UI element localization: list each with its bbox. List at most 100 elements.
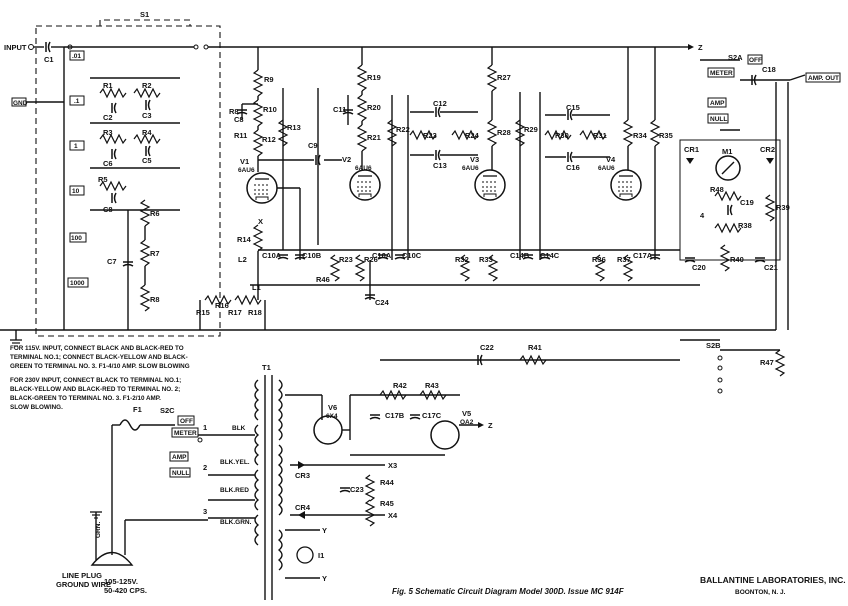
- svg-text:BLACK-YELLOW AND BLACK-RED TO: BLACK-YELLOW AND BLACK-RED TO TERMINAL N…: [10, 386, 180, 393]
- svg-text:BLACK-GREEN TO TERMINAL NO. 3.: BLACK-GREEN TO TERMINAL NO. 3. F1-2/10 A…: [10, 395, 161, 402]
- svg-text:C5: C5: [142, 156, 152, 165]
- svg-text:R44: R44: [380, 478, 395, 487]
- svg-text:METER: METER: [710, 70, 733, 77]
- svg-text:S2A: S2A: [728, 53, 743, 62]
- svg-text:R1: R1: [103, 81, 113, 90]
- svg-text:C16: C16: [566, 163, 580, 172]
- svg-text:R40: R40: [730, 255, 744, 264]
- range-10-label: 10: [72, 188, 80, 195]
- svg-text:C17A: C17A: [633, 251, 653, 260]
- switch-s2b[interactable]: S2B R47: [680, 339, 785, 394]
- range-100-label: 100: [71, 235, 82, 242]
- svg-text:OFF: OFF: [749, 57, 762, 64]
- svg-text:V3: V3: [470, 155, 479, 164]
- svg-text:R35: R35: [659, 131, 673, 140]
- svg-text:50-420 CPS.: 50-420 CPS.: [104, 586, 147, 595]
- decoupling-row: C10A C10B R23 R26 C10A C10C C24 R46 R32 …: [196, 224, 680, 330]
- svg-text:6X4: 6X4: [326, 413, 338, 420]
- svg-text:R12: R12: [262, 135, 276, 144]
- z-top-label: Z: [698, 43, 703, 52]
- stage-v3: R27 R28 R29 R30 R31 C15 C16 V3 6AU6: [462, 47, 610, 260]
- svg-text:R31: R31: [593, 131, 607, 140]
- svg-text:V5: V5: [462, 409, 471, 418]
- svg-text:C15: C15: [566, 103, 580, 112]
- svg-text:R42: R42: [393, 381, 407, 390]
- meter-section: M1 CR1 CR2 R48 C19 R38 4 C20 R40 C21 R39: [679, 139, 790, 272]
- range-1-label: .1: [74, 98, 80, 105]
- svg-text:R19: R19: [367, 73, 381, 82]
- svg-text:TERMINAL NO.1; CONNECT BLACK-Y: TERMINAL NO.1; CONNECT BLACK-YELLOW AND …: [10, 354, 188, 361]
- svg-text:C10A: C10A: [372, 251, 392, 260]
- svg-text:R30: R30: [555, 131, 569, 140]
- svg-text:R36: R36: [592, 255, 606, 264]
- stage-v2: R19 R20 R21 C11 R22 R23 R24 C12 C13 V2 6…: [333, 47, 480, 260]
- svg-text:R33: R33: [479, 255, 493, 264]
- gnd-label: GND: [13, 100, 28, 107]
- svg-text:Y: Y: [322, 574, 327, 583]
- svg-text:R46: R46: [316, 275, 330, 284]
- svg-text:F1: F1: [133, 405, 142, 414]
- notes-115v: FOR 115V. INPUT, CONNECT BLACK AND BLACK…: [10, 345, 190, 370]
- svg-text:BLK.RED: BLK.RED: [220, 487, 249, 494]
- svg-text:C22: C22: [480, 343, 494, 352]
- svg-text:R22: R22: [396, 125, 410, 134]
- svg-text:LINE PLUG: LINE PLUG: [62, 571, 102, 580]
- manufacturer-location: BOONTON, N. J.: [735, 589, 786, 596]
- svg-text:C19: C19: [740, 198, 754, 207]
- svg-text:C9: C9: [308, 141, 318, 150]
- svg-text:1: 1: [203, 423, 207, 432]
- svg-text:4: 4: [700, 211, 705, 220]
- svg-text:R34: R34: [633, 131, 648, 140]
- svg-text:FOR 115V. INPUT, CONNECT BLACK: FOR 115V. INPUT, CONNECT BLACK AND BLACK…: [10, 345, 184, 352]
- svg-text:OA2: OA2: [460, 419, 474, 426]
- svg-text:R32: R32: [455, 255, 469, 264]
- svg-text:C3: C3: [142, 111, 152, 120]
- svg-text:NULL: NULL: [172, 470, 189, 477]
- svg-text:AMP. OUT: AMP. OUT: [808, 75, 839, 82]
- svg-text:R18: R18: [248, 308, 262, 317]
- input-terminal[interactable]: [28, 44, 34, 50]
- svg-text:C1: C1: [44, 55, 54, 64]
- svg-text:R11: R11: [234, 131, 247, 140]
- range-01-label: .01: [72, 53, 81, 60]
- svg-text:BLK.YEL.: BLK.YEL.: [220, 459, 250, 466]
- svg-text:C6: C6: [103, 159, 113, 168]
- svg-text:R48: R48: [710, 185, 724, 194]
- svg-text:SLOW BLOWING.: SLOW BLOWING.: [10, 404, 63, 411]
- svg-text:BLK: BLK: [232, 425, 246, 432]
- stage-v1: R9 R10 R8 R12 R13 C8 C9 V1 6AU6 R11: [229, 47, 342, 260]
- svg-text:R6: R6: [150, 209, 160, 218]
- svg-text:R14: R14: [237, 235, 252, 244]
- svg-text:C23: C23: [350, 485, 364, 494]
- figure-caption: Fig. 5 Schematic Circuit Diagram Model 3…: [392, 587, 625, 596]
- svg-text:R47: R47: [760, 358, 774, 367]
- svg-text:S2B: S2B: [706, 341, 721, 350]
- svg-text:6AU6: 6AU6: [355, 165, 372, 172]
- svg-text:C24: C24: [375, 298, 390, 307]
- switch-s2c[interactable]: S2C OFF METER AMP NULL: [160, 406, 203, 478]
- svg-text:C10C: C10C: [402, 251, 422, 260]
- svg-text:C10B: C10B: [302, 251, 322, 260]
- range-1000-label: 1000: [70, 280, 85, 287]
- switch-s2a[interactable]: S2A OFF METER AMP NULL C18 AMP. OUT: [700, 53, 841, 330]
- svg-text:C14B: C14B: [510, 251, 530, 260]
- svg-text:NULL: NULL: [710, 116, 727, 123]
- svg-text:BLK.GRN.: BLK.GRN.: [220, 519, 252, 526]
- svg-text:C21: C21: [764, 263, 778, 272]
- svg-text:R2: R2: [142, 81, 152, 90]
- svg-text:CR1: CR1: [684, 145, 699, 154]
- svg-text:C20: C20: [692, 263, 706, 272]
- svg-text:V2: V2: [342, 155, 351, 164]
- svg-text:R13: R13: [287, 123, 301, 132]
- svg-text:OFF: OFF: [180, 418, 193, 425]
- input-label: INPUT: [4, 43, 27, 52]
- svg-text:V6: V6: [328, 403, 337, 412]
- svg-text:R26: R26: [364, 255, 378, 264]
- svg-text:Z: Z: [488, 421, 493, 430]
- svg-text:C14C: C14C: [540, 251, 560, 260]
- svg-text:R4: R4: [142, 128, 152, 137]
- svg-text:6AU6: 6AU6: [598, 165, 615, 172]
- svg-text:C17C: C17C: [422, 411, 442, 420]
- svg-text:R15: R15: [196, 308, 210, 317]
- svg-text:2: 2: [203, 463, 207, 472]
